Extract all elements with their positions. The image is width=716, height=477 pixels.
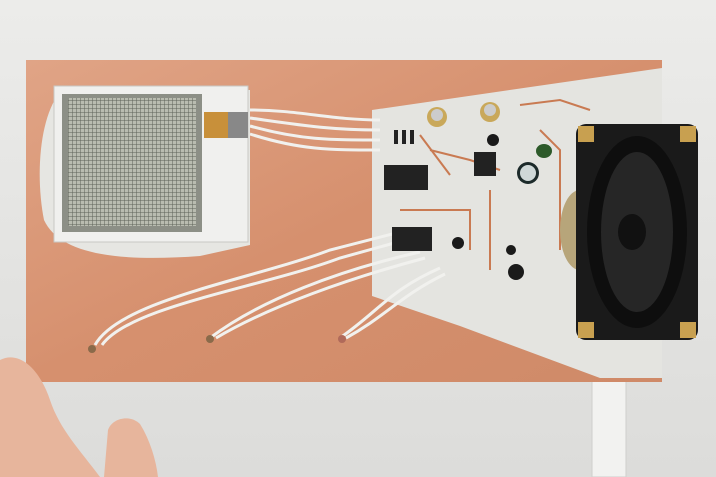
speaker xyxy=(560,124,698,340)
traces xyxy=(93,108,446,346)
photoresistor xyxy=(338,335,346,343)
hand xyxy=(0,357,158,477)
photoresistor xyxy=(206,335,214,343)
green-capacitor xyxy=(536,144,552,158)
cable xyxy=(591,377,627,477)
components xyxy=(88,102,552,353)
photoresistor xyxy=(88,345,96,353)
lcd-screen xyxy=(68,98,196,226)
copper-traces xyxy=(400,98,591,270)
ic-chip xyxy=(392,227,432,251)
lcd-module xyxy=(53,85,249,243)
ic-chip xyxy=(384,165,428,190)
ic-chip xyxy=(474,152,496,176)
